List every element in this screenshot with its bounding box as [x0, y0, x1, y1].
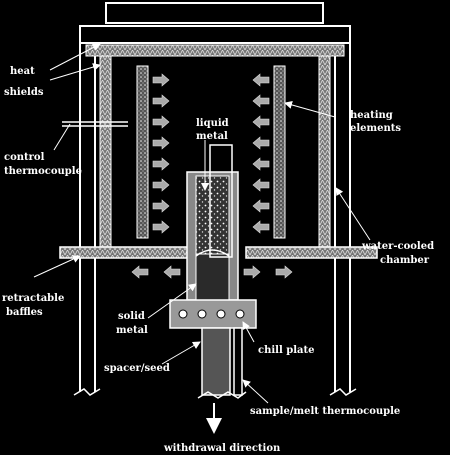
baffle-right: [245, 246, 378, 259]
label-liquid-metal-1: liquid: [196, 118, 229, 129]
solid-liquid-interface: [195, 249, 230, 257]
heat-flux-arrows: [131, 73, 293, 279]
liquid-metal: [195, 175, 230, 255]
heat-arrow-left-7: [152, 220, 170, 234]
label-sample-thermocouple: sample/melt thermocouple: [250, 406, 400, 417]
baffle-heat-arrow-3: [275, 265, 293, 279]
top-heat-shield-fill: [85, 44, 345, 57]
left-heat-shield: [99, 55, 112, 249]
rod-break: [197, 391, 247, 399]
melt-thermocouple-tube: [209, 144, 233, 258]
leader-lines: [33, 43, 371, 404]
label-withdrawal-direction: withdrawal direction: [163, 443, 281, 454]
heating-element-right: [273, 65, 286, 239]
heat-arrow-left-4: [152, 157, 170, 171]
label-heat-shields-1: heat: [10, 66, 35, 77]
label-baffles-2: baffles: [6, 307, 43, 318]
label-baffles-1: retractable: [2, 293, 64, 304]
label-chill-plate: chill plate: [258, 345, 315, 356]
label-water-cooled-1: water-cooled: [361, 241, 434, 252]
label-solid-metal-1: solid: [118, 311, 145, 322]
heat-arrow-right-6: [252, 199, 270, 213]
solid-metal: [195, 253, 230, 301]
heat-arrow-left-1: [152, 94, 170, 108]
chill-bolt-3: [235, 309, 245, 319]
heat-arrow-right-4: [252, 157, 270, 171]
heat-arrow-left-5: [152, 178, 170, 192]
baffle-heat-arrow-1: [163, 265, 181, 279]
chill-plate-bolts: [178, 309, 245, 319]
heat-arrow-left-3: [152, 136, 170, 150]
label-control-tc-2: thermocouple: [4, 166, 82, 177]
label-heating-elements-1: heating: [350, 110, 393, 121]
leg-right-break: [329, 388, 357, 396]
heat-arrow-left-2: [152, 115, 170, 129]
spacer-seed: [201, 327, 231, 396]
label-solid-metal-2: metal: [116, 325, 148, 336]
label-spacer-seed: spacer/seed: [104, 363, 170, 374]
label-control-tc-1: control: [4, 152, 45, 163]
chill-bolt-1: [197, 309, 207, 319]
label-liquid-metal-2: metal: [196, 131, 228, 142]
heat-arrow-right-5: [252, 178, 270, 192]
heat-arrow-right-3: [252, 136, 270, 150]
label-water-cooled-2: chamber: [380, 255, 430, 266]
baffle-heat-arrow-0: [131, 265, 149, 279]
leg-left-break: [73, 388, 101, 396]
top-heat-shield: [79, 25, 351, 44]
baffle-heat-arrow-2: [243, 265, 261, 279]
heat-arrow-right-7: [252, 220, 270, 234]
heat-arrow-left-6: [152, 199, 170, 213]
heating-element-left: [136, 65, 149, 239]
heat-arrow-right-1: [252, 94, 270, 108]
chill-bolt-0: [178, 309, 188, 319]
heat-arrow-right-2: [252, 115, 270, 129]
label-heating-elements-2: elements: [350, 123, 401, 134]
right-heat-shield: [318, 55, 331, 249]
furnace-lid: [105, 2, 324, 24]
heat-arrow-left-0: [152, 73, 170, 87]
chill-bolt-2: [216, 309, 226, 319]
sample-thermocouple-rod: [233, 327, 243, 396]
label-heat-shields-2: shields: [4, 87, 44, 98]
heat-arrow-right-0: [252, 73, 270, 87]
